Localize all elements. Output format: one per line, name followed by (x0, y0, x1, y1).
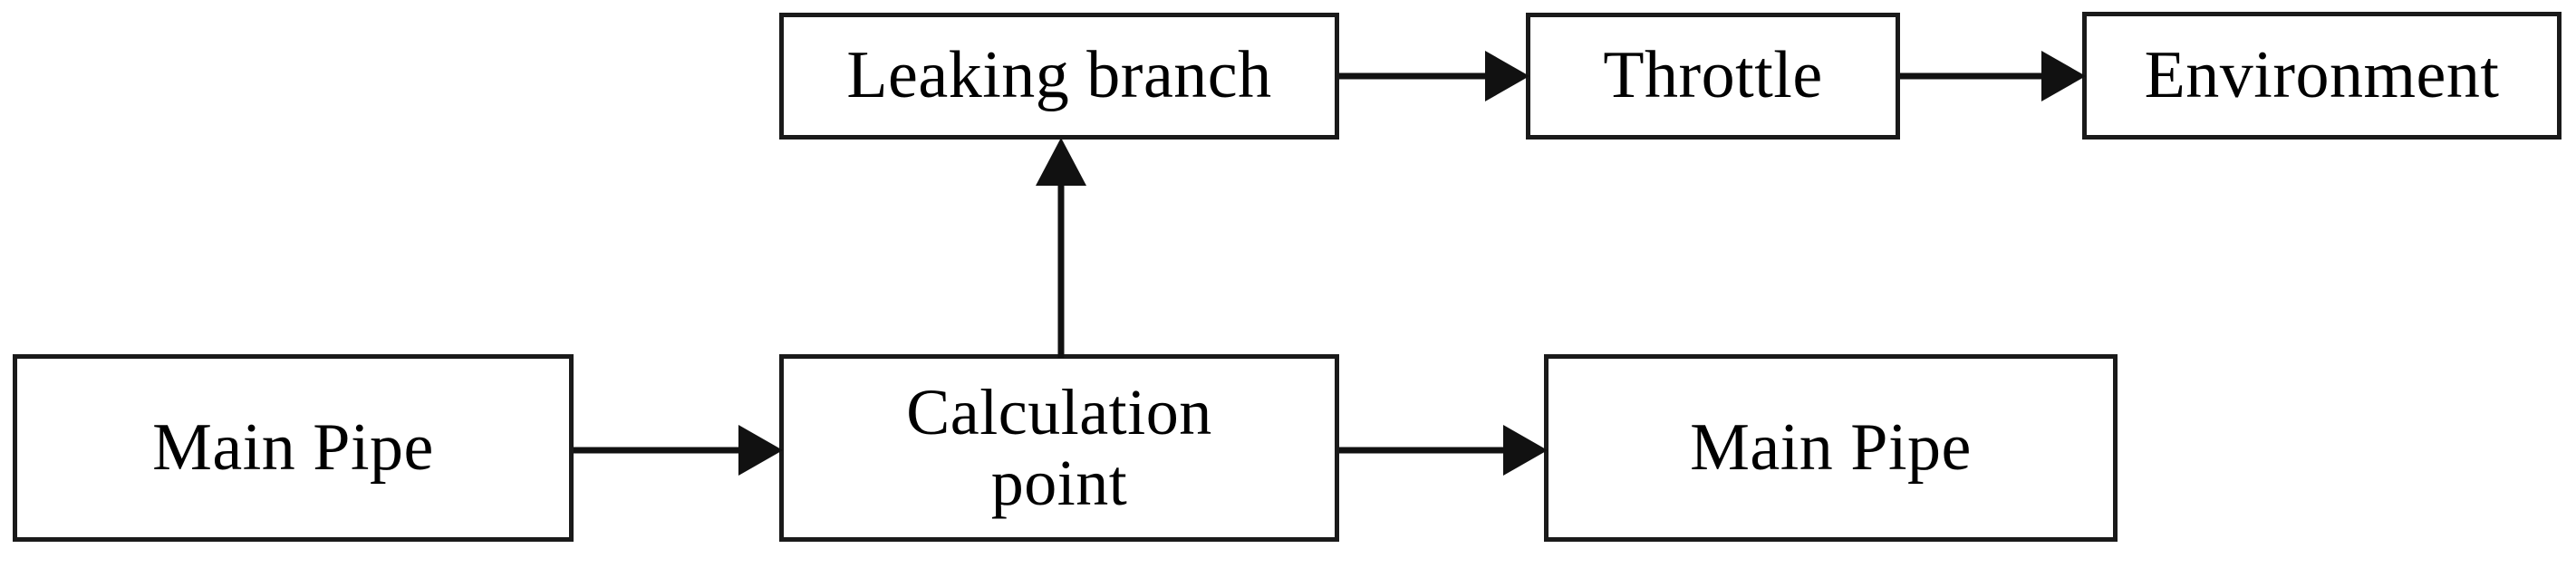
connector-leaking-branch-to-throttle (1339, 45, 1529, 109)
connector-main-pipe-inlet-to-calculation-point (574, 419, 783, 483)
node-main-pipe-inlet[interactable]: Main Pipe (13, 354, 574, 542)
node-leaking-branch-label: Leaking branch (846, 38, 1272, 113)
node-calculation-point-label: Calculation point (906, 375, 1212, 519)
node-leaking-branch[interactable]: Leaking branch (779, 13, 1339, 140)
node-throttle[interactable]: Throttle (1526, 13, 1900, 140)
arrowhead-right-icon (738, 425, 783, 476)
node-calculation-point[interactable]: Calculation point (779, 354, 1339, 542)
arrowhead-right-icon (1503, 425, 1548, 476)
node-environment[interactable]: Environment (2082, 12, 2562, 140)
node-main-pipe-outlet[interactable]: Main Pipe (1544, 354, 2118, 542)
arrowhead-right-icon (2041, 51, 2086, 101)
connector-calculation-point-to-leaking-branch (1028, 136, 1094, 358)
connector-calculation-point-to-main-pipe-outlet (1339, 419, 1548, 483)
connector-throttle-to-environment (1900, 45, 2086, 109)
arrowhead-right-icon (1485, 51, 1529, 101)
node-environment-label: Environment (2144, 37, 2500, 112)
node-throttle-label: Throttle (1603, 38, 1823, 113)
node-main-pipe-inlet-label: Main Pipe (152, 409, 434, 485)
arrowhead-up-icon (1036, 138, 1086, 186)
node-main-pipe-outlet-label: Main Pipe (1690, 409, 1972, 485)
